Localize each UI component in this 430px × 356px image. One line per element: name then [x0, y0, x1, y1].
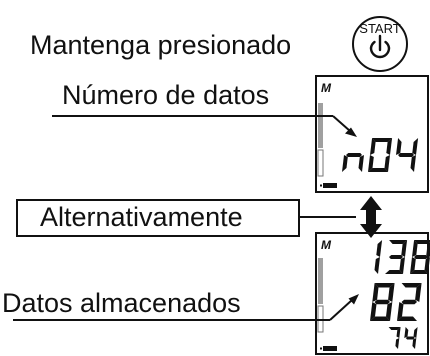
lcd-segment [410, 270, 428, 274]
lcd-segment [401, 240, 408, 257]
lcd-segment [346, 153, 362, 157]
level-bar-top [318, 103, 323, 148]
alternate-label: Alternativamente [40, 202, 243, 232]
lcd-segment [410, 257, 416, 274]
power-icon [369, 34, 391, 59]
lcd-segment [398, 153, 414, 157]
lcd-segment [384, 155, 390, 172]
mode-indicator-top: M [321, 81, 332, 95]
hold-instruction-label: Mantenga presionado [30, 30, 292, 60]
reading-line2 [370, 283, 422, 321]
lcd-segment [399, 257, 405, 274]
lcd-segment [404, 327, 409, 338]
lcd-segment [386, 138, 393, 155]
lcd-segment [396, 327, 401, 338]
lcd-segment [342, 155, 348, 172]
stored-data-label: Datos almacenados [2, 288, 241, 318]
lcd-segment [372, 283, 379, 302]
lcd-segment [414, 240, 430, 244]
lcd-segment [370, 302, 377, 321]
lcd-segment [401, 283, 422, 288]
lcd-segment [368, 155, 374, 172]
lcd-segment [368, 168, 388, 172]
lcd-segment [370, 138, 376, 155]
start-button: START [352, 16, 408, 72]
lcd-segment [385, 270, 403, 274]
lcd-segment [424, 257, 430, 274]
start-button-label: START [359, 21, 400, 36]
lcd-segment [374, 299, 390, 305]
battery-icon-top [320, 183, 337, 188]
lcd-segment [389, 240, 408, 244]
lcd-segment [413, 327, 418, 338]
level-bar-empty-top [317, 149, 324, 177]
lcd-segment [397, 316, 417, 321]
lcd-display-bottom: M [315, 232, 430, 355]
lcd-segment [358, 155, 364, 172]
lcd-segment [386, 302, 393, 321]
lcd-segment [389, 255, 403, 259]
lcd-segment [401, 299, 417, 305]
lcd-segment [415, 283, 422, 302]
lcd-segment [410, 155, 416, 172]
lcd-segment [370, 316, 390, 321]
up-down-arrow-icon [360, 196, 382, 238]
battery-icon-bottom [320, 346, 337, 351]
lcd-display-top: M [315, 75, 429, 193]
lcd-segment [405, 336, 415, 340]
lcd-segment [412, 338, 417, 349]
data-count-label: Número de datos [62, 80, 270, 110]
lcd-segment [388, 327, 401, 330]
lcd-segment [372, 138, 393, 142]
lcd-segment [414, 255, 428, 259]
lcd-segment [374, 257, 380, 274]
lcd-segment [374, 283, 395, 288]
mode-indicator-bottom: M [321, 238, 332, 252]
lcd-segment [376, 240, 383, 257]
stored-data-leader-line [13, 294, 359, 321]
main-reading-top [342, 138, 419, 172]
lcd-segment [412, 138, 419, 155]
lcd-segment [388, 283, 395, 302]
lcd-segment [412, 240, 418, 257]
lcd-segment [395, 338, 400, 349]
data-count-leader-line [52, 115, 357, 137]
reading-line1 [374, 240, 430, 274]
reading-line3 [388, 327, 418, 349]
lcd-segment [426, 241, 430, 257]
lcd-segment [396, 138, 402, 155]
lcd-segment [397, 302, 404, 321]
level-bar-bottom [318, 258, 323, 304]
